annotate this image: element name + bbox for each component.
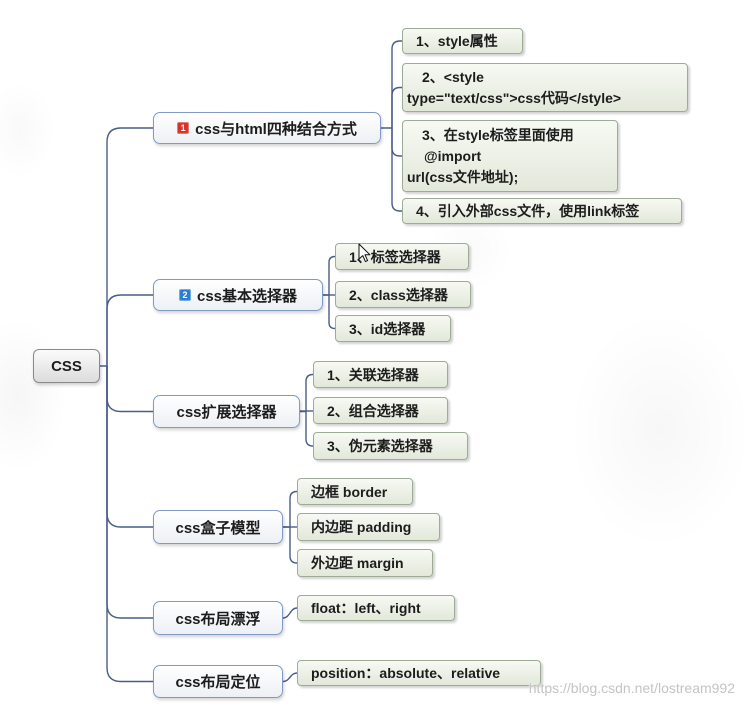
topic-label: css基本选择器 <box>196 287 298 305</box>
subtopic-label: float：left、right <box>311 600 421 616</box>
topic-float-layout[interactable]: css布局漂浮 <box>153 601 283 635</box>
root-topic[interactable]: CSS <box>33 349 100 383</box>
subtopic-descendant-selector[interactable]: 1、关联选择器 <box>313 361 448 388</box>
connector-topic-4-to-sub-1 <box>283 490 298 528</box>
priority-1-icon: 1 <box>177 122 190 134</box>
subtopic-class-selector[interactable]: 2、class选择器 <box>335 281 471 308</box>
subtopic-label: 内边距 padding <box>311 519 412 535</box>
subtopic-import[interactable]: 3、在style标签里面使用 @import url(css文件地址); <box>402 120 618 192</box>
subtopic-label: 2、class选择器 <box>349 286 448 303</box>
connector-topic-3-to-sub-1 <box>300 373 314 413</box>
subtopic-padding[interactable]: 内边距 padding <box>297 513 440 541</box>
subtopic-label: 1、关联选择器 <box>327 366 419 383</box>
connector-topic-1-to-sub-4 <box>391 128 402 212</box>
subtopic-label: 2、组合选择器 <box>327 402 419 419</box>
connector-topic-1-to-sub-1 <box>381 40 402 129</box>
connector-topic-1-to-sub-2 <box>391 86 402 128</box>
subtopic-label: position：absolute、relative <box>311 665 501 681</box>
topic-position-layout[interactable]: css布局定位 <box>153 665 283 698</box>
topic-label: css布局漂浮 <box>175 610 261 628</box>
connector-root-to-topic-3 <box>106 366 153 413</box>
subtopic-label: 4、引入外部css文件，使用link标签 <box>416 203 640 219</box>
connector-topic-2-to-sub-1 <box>323 255 336 296</box>
subtopic-tag-selector[interactable]: 1、标签选择器 <box>335 243 469 270</box>
connector-topic-2-to-sub-3 <box>328 295 336 330</box>
subtopic-style-attribute[interactable]: 1、style属性 <box>402 28 523 54</box>
connector-topic-6-to-sub-1 <box>282 672 298 683</box>
subtopic-label: 边框 border <box>311 483 388 500</box>
topic-label: css与html四种结合方式 <box>195 120 357 138</box>
subtopic-label: 1、style属性 <box>416 33 498 49</box>
topic-label: css布局定位 <box>175 674 261 691</box>
subtopic-label-line-1: 2、<style <box>422 68 484 85</box>
topic-basic-selectors[interactable]: 2 css基本选择器 <box>153 279 323 311</box>
subtopic-label-line-2: type="text/css">css代码</style> <box>407 89 622 106</box>
subtopic-position-values[interactable]: position：absolute、relative <box>297 660 541 686</box>
connector-topic-3-to-sub-3 <box>305 411 314 447</box>
subtopic-style-tag[interactable]: 2、<style type="text/css">css代码</style> <box>402 63 688 112</box>
subtopic-id-selector[interactable]: 3、id选择器 <box>335 315 451 342</box>
priority-2-icon: 2 <box>178 289 191 301</box>
connector-topic-5-to-sub-1 <box>282 607 298 619</box>
mouse-pointer-shape <box>358 243 371 263</box>
subtopic-label: 1、标签选择器 <box>349 248 441 265</box>
connector-root-to-topic-2 <box>106 294 153 366</box>
subtopic-group-selector[interactable]: 2、组合选择器 <box>313 397 448 424</box>
connector-topic-1-to-sub-3 <box>391 128 402 157</box>
topic-label: css盒子模型 <box>175 519 261 537</box>
connector-root-to-topic-1 <box>100 127 153 367</box>
subtopic-label: 3、伪元素选择器 <box>327 438 433 454</box>
subtopic-float-values[interactable]: float：left、right <box>297 595 455 621</box>
subtopic-label-line-3: url(css文件地址); <box>407 168 519 185</box>
subtopic-pseudo-element-selector[interactable]: 3、伪元素选择器 <box>313 432 468 460</box>
connector-root-to-topic-5 <box>106 366 153 619</box>
subtopic-margin[interactable]: 外边距 margin <box>297 549 433 577</box>
connector-root-to-topic-6 <box>106 366 153 683</box>
subtopic-border[interactable]: 边框 border <box>297 478 413 505</box>
connector-topic-4-to-sub-3 <box>289 527 298 564</box>
topic-box-model[interactable]: css盒子模型 <box>153 510 283 544</box>
subtopic-label: 外边距 margin <box>311 555 404 571</box>
subtopic-label-line-2: @import <box>424 147 482 164</box>
mouse-pointer-icon <box>358 243 371 263</box>
subtopic-link-tag[interactable]: 4、引入外部css文件，使用link标签 <box>402 198 682 224</box>
subtopic-label: 3、id选择器 <box>349 320 426 337</box>
root-topic-label: CSS <box>51 357 82 375</box>
topic-label: css扩展选择器 <box>176 404 277 421</box>
subtopic-label-line-1: 3、在style标签里面使用 <box>422 126 574 143</box>
topic-css-html-integration[interactable]: 1 css与html四种结合方式 <box>153 112 381 144</box>
connector-root-to-topic-4 <box>106 366 153 528</box>
topic-extended-selectors[interactable]: css扩展选择器 <box>153 395 300 428</box>
watermark-url: https://blog.csdn.net/lostream992 <box>528 680 735 696</box>
